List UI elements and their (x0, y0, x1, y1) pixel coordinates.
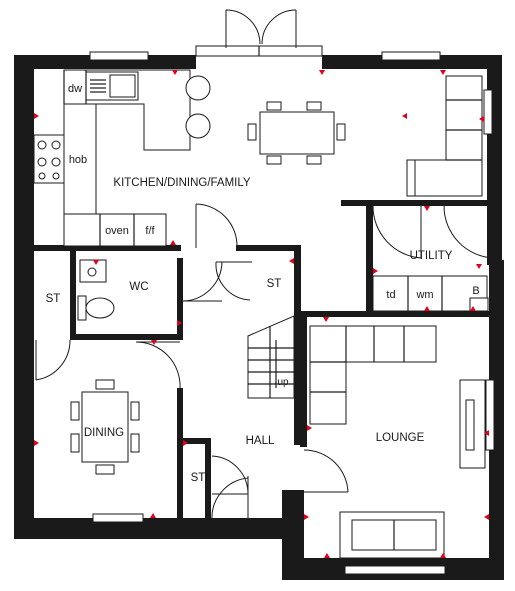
room-label-store-middle: ST (267, 278, 282, 290)
fixture-label-hob: hob (69, 154, 87, 166)
room-label-utility: UTILITY (410, 250, 453, 262)
lounge-corner-sofa (309, 325, 437, 425)
socket-markers (34, 70, 489, 558)
room-label-hall: HALL (246, 435, 275, 447)
kitchen-units (33, 69, 211, 247)
lounge-sofa (339, 511, 445, 559)
fixture-label-boiler: B (472, 285, 479, 297)
fixture-label-tumble-dryer: td (386, 289, 395, 301)
dining-table (70, 379, 140, 475)
stairs (247, 315, 295, 399)
kitchen-dining-table (247, 101, 346, 165)
stairs-up-label: up (277, 377, 289, 388)
room-label-lounge: LOUNGE (376, 432, 425, 444)
fireplace (459, 379, 486, 469)
windows (89, 45, 495, 575)
room-label-dining: DINING (84, 427, 124, 439)
fixture-label-fridge-freezer: f/f (145, 225, 155, 237)
doors (35, 9, 495, 521)
fixture-label-washing-machine: wm (415, 289, 433, 301)
wc-fixtures (77, 259, 115, 321)
family-sofa (406, 75, 483, 197)
utility-units (372, 275, 489, 312)
internal-walls (34, 200, 501, 518)
room-label-store-hall: ST (191, 472, 206, 484)
room-label-store-left: ST (46, 293, 61, 305)
room-label-wc: WC (129, 281, 148, 293)
fixture-label-oven: oven (105, 225, 129, 237)
room-label-kitchen: KITCHEN/DINING/FAMILY (113, 177, 250, 189)
fixture-label-dishwasher: dw (68, 83, 82, 95)
